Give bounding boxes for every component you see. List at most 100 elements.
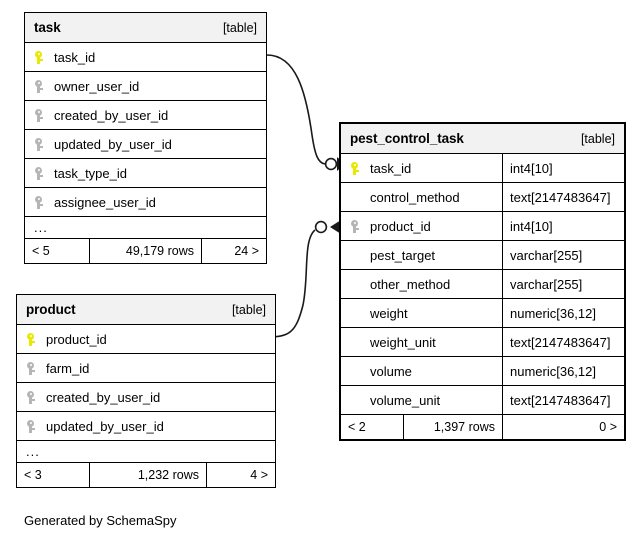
table-card-pest-control-task[interactable]: pest_control_task [table] task_id int4[1… — [339, 122, 626, 441]
table-header-pest-control-task: pest_control_task [table] — [341, 124, 624, 154]
prev-tables-link[interactable]: < 5 — [32, 244, 50, 258]
table-row[interactable]: volume_unit text[2147483647] — [341, 386, 624, 415]
table-card-product[interactable]: product [table] product_id farm_id creat… — [16, 294, 276, 488]
more-columns-indicator: ... — [17, 441, 275, 463]
column-cell: control_method — [341, 183, 502, 211]
table-card-task[interactable]: task [table] task_id owner_user_id creat… — [24, 12, 267, 264]
column-name: created_by_user_id — [54, 107, 169, 123]
column-cell: task_id — [341, 154, 502, 182]
foreign-key-icon — [26, 361, 39, 376]
column-type: numeric[36,12] — [502, 357, 624, 385]
prev-tables-link[interactable]: < 3 — [24, 468, 42, 482]
primary-key-icon — [26, 332, 39, 347]
table-row[interactable]: pest_target varchar[255] — [341, 241, 624, 270]
table-row[interactable]: created_by_user_id — [17, 383, 275, 412]
table-row[interactable]: product_id — [17, 325, 275, 354]
next-tables-link[interactable]: 24 > — [201, 239, 266, 263]
table-title: pest_control_task — [350, 131, 464, 146]
prev-tables-link[interactable]: < 2 — [348, 420, 366, 434]
table-row[interactable]: weight numeric[36,12] — [341, 299, 624, 328]
column-name: farm_id — [46, 360, 90, 376]
column-cell: created_by_user_id — [17, 383, 275, 411]
column-cell: created_by_user_id — [25, 101, 266, 129]
table-row[interactable]: product_id int4[10] — [341, 212, 624, 241]
table-title: product — [26, 302, 76, 317]
table-row[interactable]: assignee_user_id — [25, 188, 266, 217]
table-row[interactable]: owner_user_id — [25, 72, 266, 101]
column-cell: volume — [341, 357, 502, 385]
column-cell: weight — [341, 299, 502, 327]
column-type: varchar[255] — [502, 241, 624, 269]
column-cell: owner_user_id — [25, 72, 266, 100]
generator-credit: Generated by SchemaSpy — [24, 513, 177, 528]
foreign-key-icon — [26, 419, 39, 434]
relationship-product-to-pest-control-task — [266, 220, 341, 338]
table-footer-product: < 3 1,232 rows 4 > — [17, 463, 275, 487]
table-type-tag: [table] — [231, 302, 266, 317]
column-cell: task_type_id — [25, 159, 266, 187]
table-row[interactable]: task_id — [25, 43, 266, 72]
primary-key-icon — [350, 161, 363, 176]
column-type: varchar[255] — [502, 270, 624, 298]
table-row[interactable]: other_method varchar[255] — [341, 270, 624, 299]
column-name: volume_unit — [370, 392, 441, 408]
column-type: text[2147483647] — [502, 183, 624, 211]
column-cell: pest_target — [341, 241, 502, 269]
column-name: product_id — [370, 218, 431, 234]
foreign-key-icon — [34, 108, 47, 123]
relationship-task-to-pest-control-task — [266, 54, 345, 171]
table-row[interactable]: weight_unit text[2147483647] — [341, 328, 624, 357]
foreign-key-icon — [26, 390, 39, 405]
column-name: owner_user_id — [54, 78, 140, 94]
no-key-icon — [350, 306, 363, 321]
column-cell: weight_unit — [341, 328, 502, 356]
table-type-tag: [table] — [222, 20, 257, 35]
next-tables-link[interactable]: 0 > — [502, 415, 624, 439]
table-row[interactable]: farm_id — [17, 354, 275, 383]
table-row[interactable]: task_id int4[10] — [341, 154, 624, 183]
table-footer-task: < 5 49,179 rows 24 > — [25, 239, 266, 263]
table-row[interactable]: volume numeric[36,12] — [341, 357, 624, 386]
foreign-key-icon — [34, 195, 47, 210]
table-type-tag: [table] — [580, 131, 615, 146]
column-cell: updated_by_user_id — [17, 412, 275, 440]
column-cell: assignee_user_id — [25, 188, 266, 216]
table-row[interactable]: control_method text[2147483647] — [341, 183, 624, 212]
primary-key-icon — [34, 50, 47, 65]
column-name: updated_by_user_id — [46, 418, 164, 434]
no-key-icon — [350, 364, 363, 379]
column-name: updated_by_user_id — [54, 136, 172, 152]
column-name: pest_target — [370, 247, 436, 263]
table-title: task — [34, 20, 61, 35]
table-row[interactable]: task_type_id — [25, 159, 266, 188]
column-name: assignee_user_id — [54, 194, 156, 210]
column-cell: volume_unit — [341, 386, 502, 414]
column-name: task_type_id — [54, 165, 127, 181]
table-row[interactable]: updated_by_user_id — [17, 412, 275, 441]
column-name: weight_unit — [370, 334, 436, 350]
row-count-label: 1,232 rows — [89, 463, 206, 487]
column-cell: updated_by_user_id — [25, 130, 266, 158]
column-cell: product_id — [17, 325, 275, 353]
table-row[interactable]: created_by_user_id — [25, 101, 266, 130]
foreign-key-icon — [350, 219, 363, 234]
column-type: numeric[36,12] — [502, 299, 624, 327]
next-tables-link[interactable]: 4 > — [206, 463, 275, 487]
column-cell: farm_id — [17, 354, 275, 382]
table-row[interactable]: updated_by_user_id — [25, 130, 266, 159]
column-type: int4[10] — [502, 212, 624, 240]
column-name: other_method — [370, 276, 451, 292]
no-key-icon — [350, 248, 363, 263]
column-name: task_id — [54, 49, 96, 65]
column-name: weight — [370, 305, 408, 321]
column-name: control_method — [370, 189, 460, 205]
foreign-key-icon — [34, 79, 47, 94]
no-key-icon — [350, 335, 363, 350]
column-cell: task_id — [25, 43, 266, 71]
column-name: created_by_user_id — [46, 389, 161, 405]
table-header-product: product [table] — [17, 295, 275, 325]
column-type: text[2147483647] — [502, 328, 624, 356]
table-header-task: task [table] — [25, 13, 266, 43]
column-name: volume — [370, 363, 412, 379]
column-name: task_id — [370, 160, 412, 176]
